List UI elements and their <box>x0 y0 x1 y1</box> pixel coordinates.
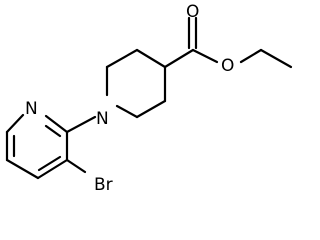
bond-c4-carbonyl <box>163 48 195 69</box>
bond-piperidine-ctop-c4 <box>135 48 167 69</box>
bond-ester-o-ch2 <box>239 48 263 64</box>
bond-piperidine-cupper-ctop <box>105 48 139 69</box>
bond-ethyl <box>259 48 293 69</box>
bond-pyridine-inner-2 <box>37 155 62 172</box>
atom-br: Br <box>94 175 113 195</box>
bond-carbonyl-ester-o <box>191 48 219 64</box>
structure-canvas: N N O O Br <box>5 2 293 195</box>
atom-o-ester: O <box>221 56 234 76</box>
atom-o-carbonyl: O <box>186 2 199 22</box>
bond-c-br <box>65 158 87 174</box>
bond-pyridine-inner-3 <box>44 124 62 138</box>
bond-piperidine-cright-cbottom <box>135 99 167 119</box>
atom-n-piperidine: N <box>96 109 109 129</box>
bond-pyridine-piperidine <box>65 115 97 134</box>
bond-piperidine-cbottom-n <box>115 104 139 119</box>
bond-pyridine-c6-n <box>44 114 69 134</box>
atom-n-pyridine: N <box>25 99 38 119</box>
molecule-structure: N N O O Br <box>5 2 293 195</box>
bond-pyridine-n-c2 <box>5 113 25 134</box>
bond-pyridine-c3-c4 <box>5 158 40 180</box>
bond-pyridine-c4-c5 <box>36 158 69 180</box>
